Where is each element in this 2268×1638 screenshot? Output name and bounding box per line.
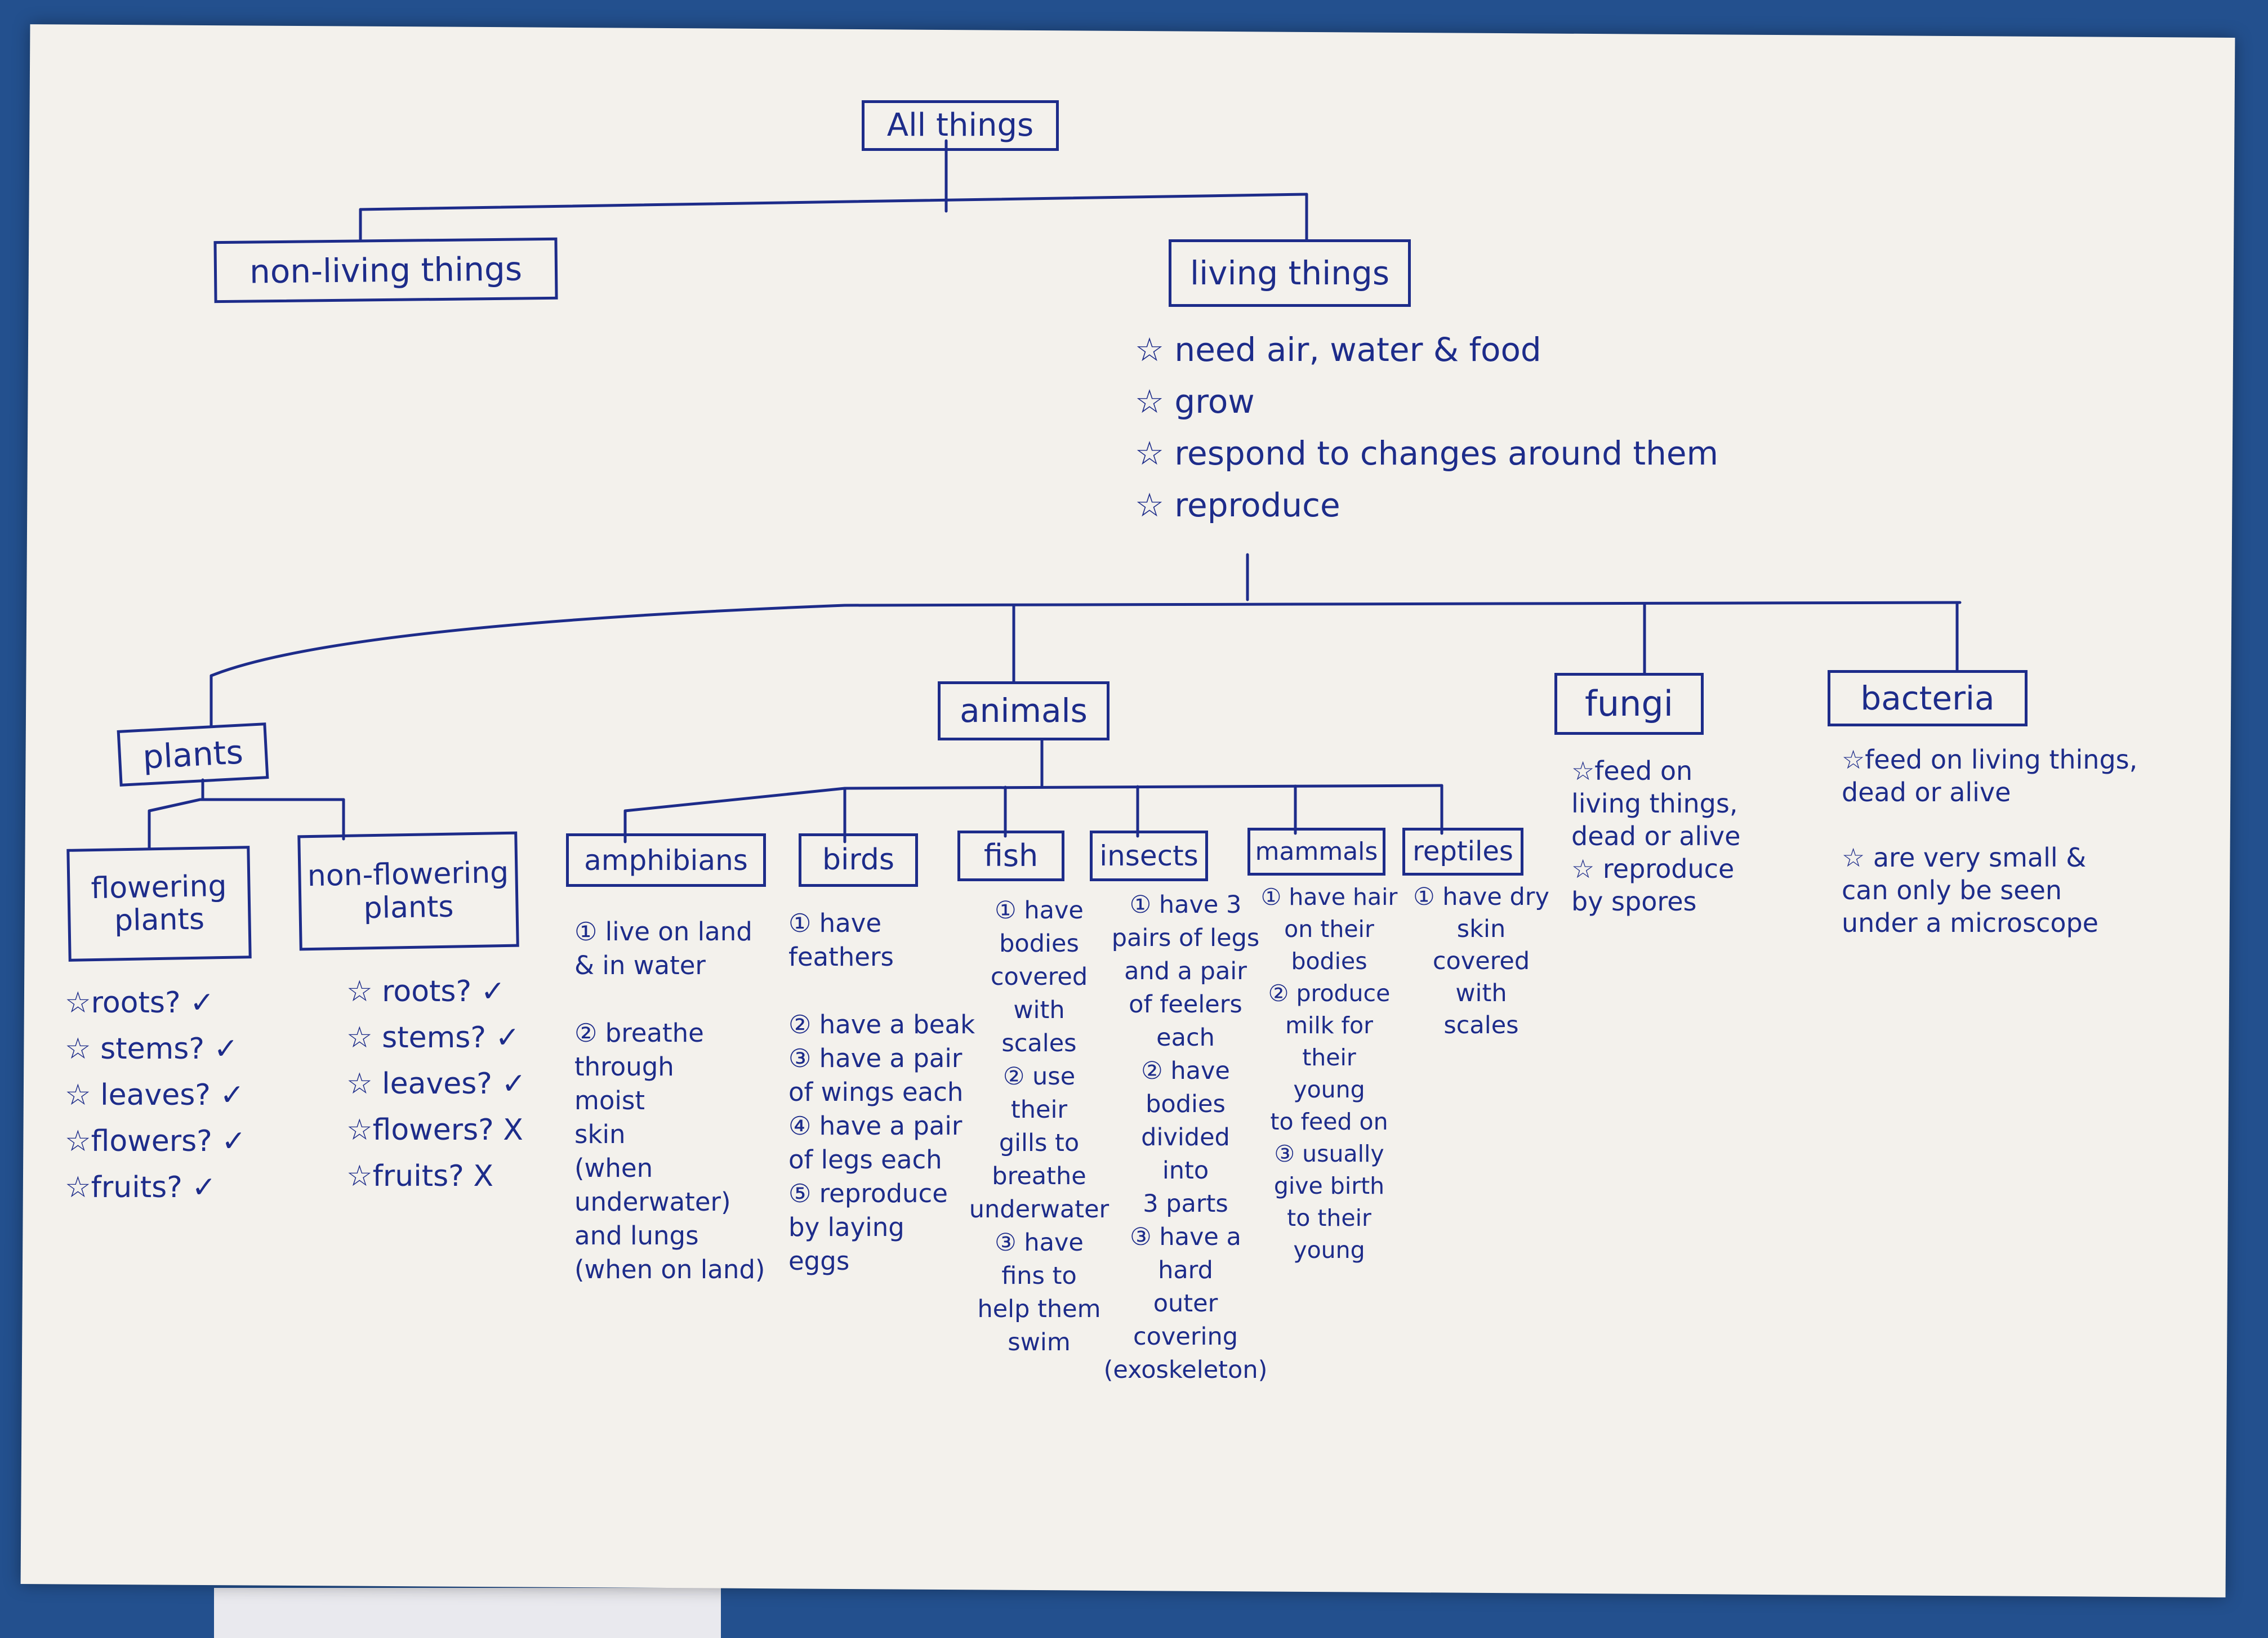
node-animals: animals xyxy=(938,681,1110,740)
paper-sheet-beneath xyxy=(214,1588,721,1638)
node-living-things: living things xyxy=(1169,239,1411,307)
living-trait: ☆ need air, water & food xyxy=(1135,331,1541,369)
node-animals-label: animals xyxy=(960,691,1088,730)
non-flowering-trait: ☆ roots? ✓ xyxy=(346,975,506,1008)
fungi-notes: ☆feed on living things, dead or alive ☆ … xyxy=(1571,756,1741,917)
node-non-living-label: non-living things xyxy=(249,249,523,291)
node-plants: plants xyxy=(117,722,269,787)
node-reptiles: reptiles xyxy=(1402,828,1523,876)
node-amphibians: amphibians xyxy=(566,833,766,887)
fish-notes: ① have bodies covered with scales ② use … xyxy=(969,896,1110,1356)
node-living-label: living things xyxy=(1189,253,1390,292)
living-traits-list: ☆ need air, water & food ☆ grow ☆ respon… xyxy=(1135,324,1718,531)
node-reptiles-label: reptiles xyxy=(1413,835,1513,867)
node-birds-label: birds xyxy=(822,843,895,877)
connector-root-bar xyxy=(359,193,1308,211)
connector-plants-bar xyxy=(148,798,345,813)
node-fish-label: fish xyxy=(983,837,1039,873)
root-node-label: All things xyxy=(886,106,1034,144)
flowering-traits-list: ☆roots? ✓ ☆ stems? ✓ ☆ leaves? ✓ ☆flower… xyxy=(65,980,246,1211)
living-trait: ☆ respond to changes around them xyxy=(1135,434,1719,472)
node-insects: insects xyxy=(1090,831,1208,881)
node-non-living-things: non-living things xyxy=(213,237,558,304)
bacteria-notes: ☆feed on living things, dead or alive ☆ … xyxy=(1842,744,2138,938)
node-bacteria: bacteria xyxy=(1828,670,2028,726)
mammals-notes: ① have hair on their bodies ② produce mi… xyxy=(1260,883,1398,1264)
birds-notes: ① have feathers ② have a beak ③ have a p… xyxy=(788,908,975,1276)
node-non-flowering-plants: non-flowering plants xyxy=(297,831,519,951)
flowering-trait: ☆flowers? ✓ xyxy=(65,1124,246,1158)
non-flowering-trait: ☆flowers? X xyxy=(346,1113,523,1147)
node-mammals: mammals xyxy=(1247,828,1385,876)
node-fungi: fungi xyxy=(1554,673,1704,735)
non-flowering-trait: ☆ stems? ✓ xyxy=(346,1021,520,1055)
flowering-trait: ☆roots? ✓ xyxy=(65,986,215,1020)
connector-animals-bar xyxy=(623,784,1443,813)
node-fish: fish xyxy=(957,831,1064,881)
flowering-trait: ☆ leaves? ✓ xyxy=(65,1078,245,1112)
node-bacteria-label: bacteria xyxy=(1860,679,1995,717)
non-flowering-trait: ☆ leaves? ✓ xyxy=(346,1067,527,1101)
insects-notes: ① have 3 pairs of legs and a pair of fee… xyxy=(1103,891,1268,1384)
non-flowering-trait: ☆fruits? X xyxy=(346,1159,493,1193)
living-trait: ☆ reproduce xyxy=(1135,486,1340,524)
node-plants-label: plants xyxy=(141,732,244,776)
root-node-all-things: All things xyxy=(862,100,1059,151)
node-flowering-label: flowering plants xyxy=(91,869,227,938)
node-insects-label: insects xyxy=(1099,840,1198,872)
node-birds: birds xyxy=(799,833,918,887)
non-flowering-traits-list: ☆ roots? ✓ ☆ stems? ✓ ☆ leaves? ✓ ☆flowe… xyxy=(346,968,526,1199)
living-trait: ☆ grow xyxy=(1135,382,1255,421)
node-amphibians-label: amphibians xyxy=(584,843,748,877)
amphibians-notes: ① live on land & in water ② breathe thro… xyxy=(574,917,765,1284)
node-mammals-label: mammals xyxy=(1255,837,1378,866)
node-non-flowering-label: non-flowering plants xyxy=(307,856,509,925)
reptiles-notes: ① have dry skin covered with scales xyxy=(1413,883,1549,1039)
flowering-trait: ☆fruits? ✓ xyxy=(65,1171,216,1204)
connector-kingdom-bar xyxy=(210,601,1962,677)
flowering-trait: ☆ stems? ✓ xyxy=(65,1032,239,1066)
node-flowering-plants: flowering plants xyxy=(66,846,252,962)
node-fungi-label: fungi xyxy=(1585,683,1673,725)
